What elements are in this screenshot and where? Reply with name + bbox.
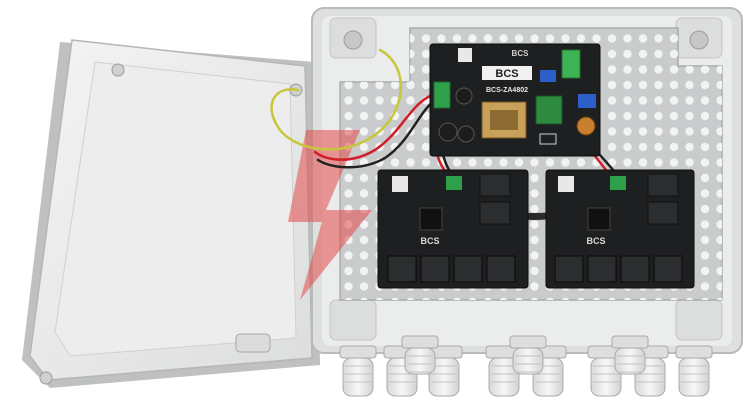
brand-logo	[482, 66, 532, 80]
rj45-port-2[interactable]	[587, 255, 617, 283]
qr-code	[558, 176, 574, 192]
uplink-port[interactable]	[479, 173, 511, 197]
green-terminal	[561, 49, 581, 79]
uplink-port[interactable]	[647, 173, 679, 197]
blue-capacitor	[540, 70, 556, 82]
rj45-port-1[interactable]	[387, 255, 417, 283]
rj45-port-2[interactable]	[420, 255, 450, 283]
cable-gland	[675, 345, 713, 397]
uplink-port[interactable]	[647, 201, 679, 225]
terminal-block	[446, 176, 462, 190]
power-supply-board: BCS BCS-ZA4802 BCS	[429, 43, 601, 157]
cable-gland	[339, 345, 377, 397]
terminal-block	[610, 176, 626, 190]
switch-board-1: BCS	[377, 169, 529, 289]
lid-hinge	[235, 333, 271, 353]
chip	[587, 207, 611, 231]
inductor-coil	[576, 116, 596, 136]
switch-board-brand: BCS	[420, 236, 439, 246]
cable-gland	[485, 345, 523, 397]
cable-gland	[401, 335, 439, 375]
cable-gland	[509, 335, 547, 375]
enclosure-lid	[22, 39, 320, 388]
qr-code	[458, 48, 472, 62]
blue-capacitor	[578, 94, 596, 108]
brand-watermark	[288, 130, 372, 300]
switch-board-2: BCS	[545, 169, 695, 289]
cable-gland	[611, 335, 649, 375]
uplink-port[interactable]	[479, 201, 511, 225]
rj45-port-3[interactable]	[620, 255, 650, 283]
power-board-model: BCS-ZA4802	[486, 87, 528, 94]
terminal-block	[433, 81, 451, 109]
board-silkscreen-brand: BCS	[512, 49, 530, 58]
capacitor	[457, 125, 475, 143]
rj45-port-4[interactable]	[486, 255, 516, 283]
rj45-port-3[interactable]	[453, 255, 483, 283]
rj45-port-4[interactable]	[653, 255, 683, 283]
lid-screw-top-left	[111, 63, 125, 77]
ce-mark	[539, 133, 557, 145]
chip	[419, 207, 443, 231]
cable-glands	[339, 335, 713, 397]
qr-code	[392, 176, 408, 192]
switch-board-brand: BCS	[586, 236, 605, 246]
power-board-brand: BCS	[495, 68, 518, 80]
rj45-port-1[interactable]	[554, 255, 584, 283]
green-capacitor	[535, 95, 563, 125]
capacitor	[438, 122, 458, 142]
capacitor	[455, 87, 473, 105]
lid-screw-bottom-left	[39, 371, 53, 385]
